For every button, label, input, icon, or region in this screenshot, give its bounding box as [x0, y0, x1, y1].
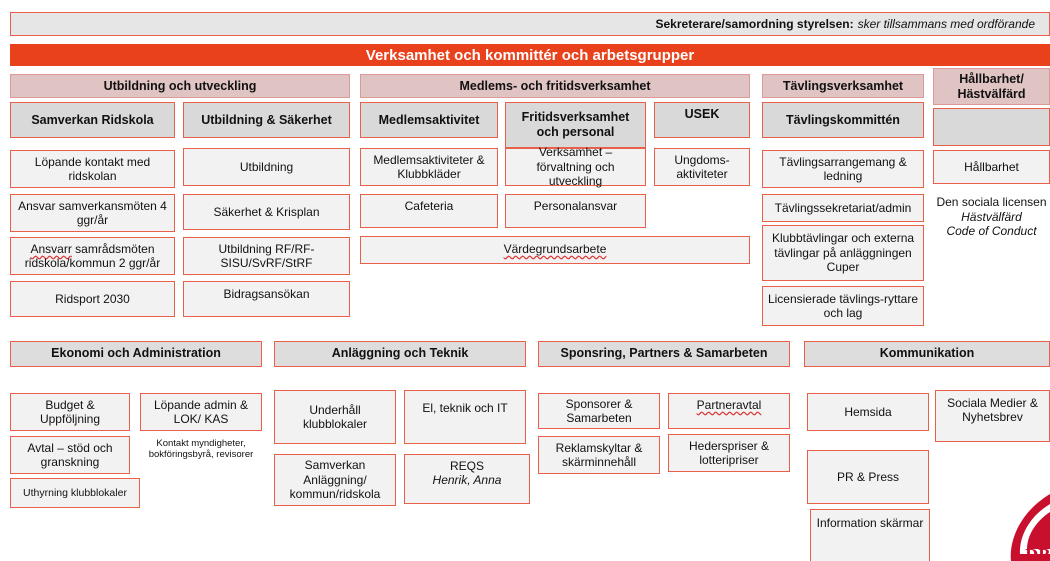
item-kontakt-myndigheter: Kontakt myndigheter, bokföringsbyrå, rev…	[148, 438, 254, 461]
item-vardegrund-text: Värdegrundsarbete	[503, 242, 607, 256]
item-sakerhet-krisplan: Säkerhet & Krisplan	[183, 194, 350, 230]
item-ansvarr-word: Ansvarr	[30, 242, 72, 256]
subgroup-samverkan-ridskola: Samverkan Ridskola	[10, 102, 175, 138]
item-reklamskyltar: Reklamskyltar & skärminnehåll	[538, 436, 660, 474]
item-personalansvar: Personalansvar	[505, 194, 646, 228]
item-budget: Budget & Uppföljning	[10, 393, 130, 431]
subgroup-fritidsverksamhet: Fritidsverksamhet och personal	[505, 102, 646, 148]
svg-text:DR: DR	[1025, 546, 1050, 561]
item-tavlingsarrangemang: Tävlingsarrangemang & ledning	[762, 150, 924, 188]
item-sponsorer: Sponsorer & Samarbeten	[538, 393, 660, 429]
main-banner: Verksamhet och kommittér och arbetsgrupp…	[10, 44, 1050, 66]
item-ansvar-samverkan: Ansvar samverkansmöten 4 ggr/år	[10, 194, 175, 232]
subgroup-medlemsaktivitet: Medlemsaktivitet	[360, 102, 498, 138]
item-reqs: REQS Henrik, Anna	[404, 454, 530, 504]
item-ansvarr-samrad: Ansvarr samrådsmöten ridskola/kommun 2 g…	[10, 237, 175, 275]
subgroup-tavlingskommitten: Tävlingskommittén	[762, 102, 924, 138]
item-licensierade: Licensierade tävlings-ryttare och lag	[762, 286, 924, 326]
subgroup-hallbarhet-empty	[933, 108, 1050, 146]
item-avtal: Avtal – stöd och granskning	[10, 436, 130, 474]
item-ansvarr-rest: samrådsmöten ridskola/kommun 2 ggr/år	[24, 242, 161, 271]
subgroup-usek: USEK	[654, 102, 750, 138]
item-utbildning: Utbildning	[183, 148, 350, 186]
item-vardegrund: Värdegrundsarbete	[360, 236, 750, 264]
item-lopande-kontakt: Löpande kontakt med ridskolan	[10, 150, 175, 188]
item-cafeteria: Cafeteria	[360, 194, 498, 228]
item-uthyrning: Uthyrning klubblokaler	[10, 478, 140, 508]
item-pr-press: PR & Press	[807, 450, 929, 504]
section-ekonomi: Ekonomi och Administration	[10, 341, 262, 367]
item-reqs-title: REQS	[449, 459, 484, 473]
item-hallbarhet: Hållbarhet	[933, 150, 1050, 184]
club-logo-icon: DR	[1010, 494, 1050, 561]
item-tavlingssekretariat: Tävlingssekretariat/admin	[762, 194, 924, 222]
item-underhall: Underhåll klubblokaler	[274, 390, 396, 444]
item-lopande-admin: Löpande admin & LOK/ KAS	[140, 393, 262, 431]
subgroup-utbildning-sakerhet: Utbildning & Säkerhet	[183, 102, 350, 138]
group-hallbarhet: Hållbarhet/ Hästvälfärd	[933, 68, 1050, 105]
item-klubbtavlingar: Klubbtävlingar och externa tävlingar på …	[762, 225, 924, 281]
item-sociala-licensen-text: Den sociala licensen	[936, 195, 1047, 210]
item-hederspriser: Hederspriser & lotteripriser	[668, 434, 790, 472]
group-tavling: Tävlingsverksamhet	[762, 74, 924, 98]
item-code-of-conduct-text: Code of Conduct	[946, 224, 1037, 239]
section-kommunikation: Kommunikation	[804, 341, 1050, 367]
item-ridsport: Ridsport 2030	[10, 281, 175, 317]
item-information: Information skärmar	[810, 509, 930, 561]
item-sociala-medier: Sociala Medier & Nyhetsbrev	[935, 390, 1050, 442]
item-partneravtal-text: Partneravtal	[696, 398, 762, 412]
section-anlaggning: Anläggning och Teknik	[274, 341, 526, 367]
item-sociala-licensen: Den sociala licensen Hästvälfärd Code of…	[933, 193, 1050, 241]
item-utbildning-rf: Utbildning RF/RF-SISU/SvRF/StRF	[183, 237, 350, 275]
item-verksamhet-forvaltning: Verksamhet – förvaltning och utveckling	[505, 145, 646, 188]
group-utbildning: Utbildning och utveckling	[10, 74, 350, 98]
item-el-teknik: El, teknik och IT	[404, 390, 526, 444]
group-medlems: Medlems- och fritidsverksamhet	[360, 74, 750, 98]
item-hastvalfard-text: Hästvälfärd	[961, 209, 1022, 224]
item-reqs-names: Henrik, Anna	[432, 473, 502, 488]
section-sponsring: Sponsring, Partners & Samarbeten	[538, 341, 790, 367]
secretary-note: sker tillsammans med ordförande	[857, 17, 1035, 31]
item-ungdoms: Ungdoms-aktiviteter	[654, 148, 750, 186]
item-medlemsaktiviteter: Medlemsaktiviteter & Klubbkläder	[360, 148, 498, 186]
club-logo: DR	[1005, 494, 1050, 561]
secretary-label: Sekreterare/samordning styrelsen:	[655, 17, 854, 31]
item-bidragsansokan: Bidragsansökan	[183, 281, 350, 317]
item-samverkan-anlaggning: Samverkan Anläggning/ kommun/ridskola	[274, 454, 396, 506]
item-hemsida: Hemsida	[807, 393, 929, 431]
secretary-bar: Sekreterare/samordning styrelsen: sker t…	[10, 12, 1050, 36]
item-partneravtal: Partneravtal	[668, 393, 790, 429]
